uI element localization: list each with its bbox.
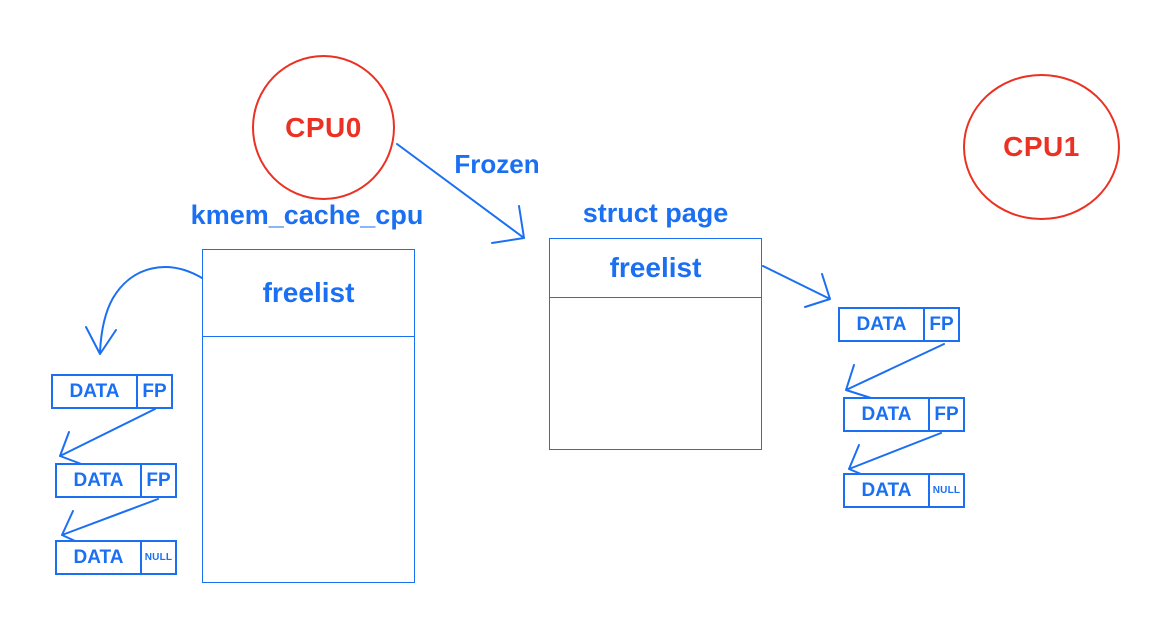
fp-cell: FP xyxy=(934,403,959,425)
null-cell: NULL xyxy=(144,552,173,563)
page-freelist-field: freelist xyxy=(550,239,761,298)
left-slab-object-1: DATA FP xyxy=(51,374,173,409)
kmem-cache-cpu-title: kmem_cache_cpu xyxy=(190,200,424,230)
cpu1-label: CPU1 xyxy=(1003,131,1080,162)
cpu0-label: CPU0 xyxy=(285,111,362,143)
cpu0-circle: CPU0 xyxy=(252,55,395,200)
left-chain-arrow-2 xyxy=(61,498,159,547)
right-chain-arrow-1 xyxy=(845,343,945,399)
right-slab-object-2: DATA FP xyxy=(843,397,965,432)
null-cell: NULL xyxy=(932,485,961,496)
left-slab-object-2: DATA FP xyxy=(55,463,177,498)
fp-cell: FP xyxy=(929,313,954,335)
data-cell: DATA xyxy=(845,475,930,506)
left-chain-arrow-1 xyxy=(59,408,156,466)
data-cell: DATA xyxy=(57,465,142,496)
fp-cell: FP xyxy=(142,380,167,402)
frozen-label: Frozen xyxy=(454,149,540,179)
struct-page-title: struct page xyxy=(582,198,729,228)
page-freelist-arrow xyxy=(762,265,831,308)
left-slab-object-3: DATA NULL xyxy=(55,540,177,575)
right-slab-object-1: DATA FP xyxy=(838,307,960,342)
right-slab-object-3: DATA NULL xyxy=(843,473,965,508)
struct-page-box: freelist xyxy=(549,238,762,450)
cpu1-circle: CPU1 xyxy=(963,74,1120,220)
kmem-cache-cpu-box: freelist xyxy=(202,249,415,583)
kmem-freelist-curved-arrow xyxy=(85,266,203,355)
data-cell: DATA xyxy=(845,399,930,430)
kmem-freelist-field: freelist xyxy=(203,250,414,337)
fp-cell: FP xyxy=(146,469,171,491)
data-cell: DATA xyxy=(53,376,138,407)
data-cell: DATA xyxy=(57,542,142,573)
data-cell: DATA xyxy=(840,309,925,340)
